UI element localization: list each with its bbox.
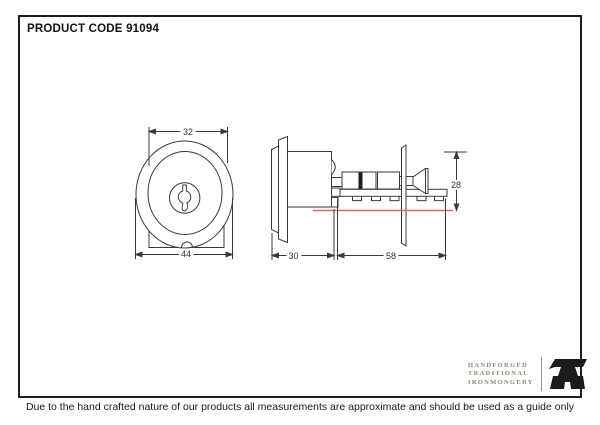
product-code-label: PRODUCT CODE 91094	[27, 23, 160, 35]
logo-divider	[540, 357, 542, 391]
brand-logo: HANDFORGED TRADITIONAL IRONMONGERY	[468, 356, 588, 392]
dim-label-outer-diameter: 44	[178, 249, 194, 259]
dim-label-bar-length: 58	[383, 250, 399, 261]
brand-logo-line-3: IRONMONGERY	[468, 378, 534, 386]
side-view	[271, 135, 448, 247]
brand-logo-line-2: TRADITIONAL	[468, 370, 529, 378]
front-view	[135, 140, 234, 249]
dim-label-height: 28	[448, 180, 464, 190]
dim-30	[270, 209, 336, 260]
rose-face-profile	[271, 145, 279, 234]
cylinder-body	[287, 151, 332, 208]
back-mounting-plate	[401, 144, 407, 247]
dim-label-inner-diameter: 32	[180, 126, 196, 137]
brand-logo-text: HANDFORGED TRADITIONAL IRONMONGERY	[468, 362, 534, 387]
bar-teeth	[352, 196, 444, 202]
cam-bump	[331, 159, 336, 175]
rose-base-profile	[278, 135, 288, 244]
tail-black-band	[358, 172, 363, 189]
dim-label-body-depth: 30	[285, 250, 302, 261]
tail-segment-b	[377, 171, 400, 190]
disclaimer-text: Due to the hand crafted nature of our pr…	[25, 401, 575, 413]
connecting-bar	[337, 188, 448, 197]
mounting-lug-upper	[331, 187, 341, 197]
anvil-icon	[548, 359, 587, 389]
screw-head-face	[425, 168, 429, 194]
brand-logo-line-1: HANDFORGED	[468, 361, 528, 369]
screw-hole-arc	[181, 241, 193, 248]
keyhole-icon	[177, 184, 192, 212]
tail-stub	[331, 177, 343, 187]
